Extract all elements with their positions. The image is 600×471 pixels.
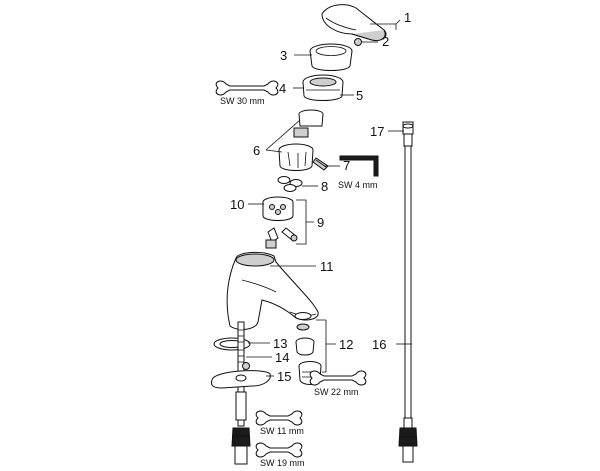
- tool-label-sw11: SW 11 mm: [260, 426, 304, 436]
- cover-cap-part: [309, 43, 353, 71]
- tool-label-sw30: SW 30 mm: [220, 96, 265, 106]
- part-label-12: 12: [339, 337, 353, 352]
- grub-screw-7-part: [312, 157, 329, 171]
- tool-size-labels: SW 30 mm SW 4 mm SW 22 mm SW 11 mm SW 19…: [220, 96, 378, 468]
- part-label-11: 11: [320, 259, 334, 274]
- tool-label-sw4: SW 4 mm: [338, 180, 378, 190]
- allen-key-tool: [339, 155, 379, 177]
- wrench-tools: [215, 80, 367, 458]
- part-label-15: 15: [277, 369, 291, 384]
- part-label-4: 4: [279, 81, 286, 96]
- part-label-1: 1: [404, 10, 411, 25]
- part-label-2: 2: [382, 34, 389, 49]
- part-number-labels: 1 2 3 4 5 6 7 8 9 10 11 12 13 14 15 16 1…: [230, 10, 411, 384]
- leader-lines: [246, 19, 412, 377]
- base-seal-part: [213, 337, 251, 351]
- part-label-8: 8: [321, 179, 328, 194]
- mounting-bracket-part: [211, 362, 271, 389]
- part-label-14: 14: [275, 350, 289, 365]
- part-label-5: 5: [356, 88, 363, 103]
- part-label-17: 17: [370, 124, 384, 139]
- part-label-7: 7: [343, 158, 350, 173]
- grub-screw-part: [354, 38, 362, 46]
- seal-set-part: [277, 176, 303, 192]
- part-label-9: 9: [317, 215, 324, 230]
- lock-nut-part: [302, 74, 344, 101]
- tool-label-sw19: SW 19 mm: [260, 458, 305, 468]
- lever-handle-part: [321, 4, 387, 41]
- flexible-hose-part: [398, 121, 418, 463]
- tool-label-sw22: SW 22 mm: [314, 387, 359, 397]
- wrench-sw19-icon: [255, 442, 303, 458]
- part-label-6: 6: [253, 143, 260, 158]
- part-label-16: 16: [372, 337, 386, 352]
- cartridge-part: [278, 109, 324, 171]
- part-label-13: 13: [273, 336, 287, 351]
- valve-connector-part: [265, 227, 298, 249]
- wrench-sw30-icon: [215, 80, 279, 96]
- disc-unit-part: [262, 196, 294, 221]
- lower-fixing-part: [231, 391, 251, 465]
- part-label-3: 3: [280, 48, 287, 63]
- wrench-sw11-icon: [255, 410, 303, 426]
- part-label-10: 10: [230, 197, 244, 212]
- wrench-sw22-icon: [309, 370, 367, 386]
